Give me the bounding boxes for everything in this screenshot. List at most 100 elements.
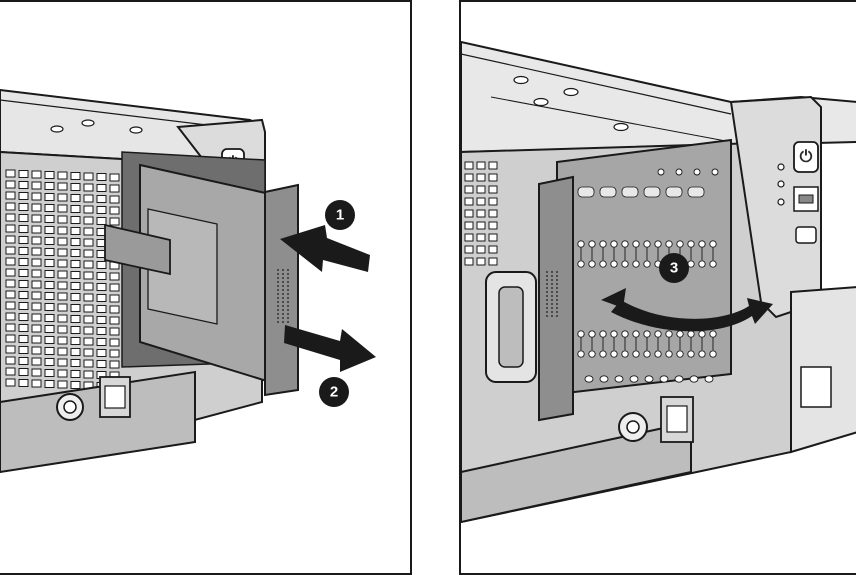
- pull-tab: [104, 223, 171, 276]
- vent-dot: [551, 287, 553, 289]
- vent-dot: [556, 315, 558, 317]
- vent-dot: [282, 321, 284, 323]
- vent-hole: [96, 206, 107, 214]
- vent-hole: [70, 293, 81, 301]
- dimm-led: [588, 260, 596, 268]
- dimm-led: [643, 260, 651, 268]
- dimm-led: [621, 350, 629, 358]
- drive-bay: [461, 420, 692, 524]
- vent-hole: [96, 338, 107, 346]
- vent-hole: [31, 302, 42, 311]
- dimm-led: [676, 350, 684, 358]
- vent-dot: [282, 293, 284, 295]
- dimm-led: [698, 260, 706, 268]
- vent-hole: [31, 181, 42, 190]
- vent-hole: [5, 323, 16, 332]
- vent-dot: [556, 291, 558, 293]
- vent-hole: [96, 272, 107, 280]
- indicator-label: [577, 186, 595, 198]
- vent-hole: [31, 170, 42, 179]
- vent-hole: [464, 233, 474, 242]
- vent-dot: [287, 277, 289, 279]
- led-indicator-array: [577, 168, 719, 383]
- vent-hole: [70, 359, 81, 367]
- vent-grid: [464, 161, 498, 266]
- vent-dot: [282, 285, 284, 287]
- step-number-1: 1: [336, 207, 344, 224]
- status-indicator: [693, 168, 701, 176]
- vent-hole: [44, 380, 55, 388]
- vent-hole: [83, 326, 94, 335]
- vent-hole: [83, 227, 94, 236]
- vent-dot: [556, 287, 558, 289]
- vent-hole: [109, 327, 120, 336]
- vent-hole: [57, 303, 68, 312]
- vent-hole: [57, 347, 68, 356]
- vent-hole: [57, 237, 68, 246]
- vent-hole: [18, 181, 29, 189]
- fan-led: [621, 330, 629, 338]
- vent-hole: [31, 192, 42, 201]
- vent-hole: [5, 235, 16, 244]
- module-vent-dots: [277, 269, 289, 323]
- vent-dot: [282, 289, 284, 291]
- fan-led: [632, 330, 640, 338]
- vent-hole: [464, 197, 474, 206]
- status-led-icon: [777, 163, 785, 171]
- dimm-led: [577, 350, 585, 358]
- vent-hole: [83, 370, 94, 379]
- vent-dot: [546, 311, 548, 313]
- vent-dot: [287, 293, 289, 295]
- vent-hole: [31, 379, 42, 388]
- dimm-led: [698, 350, 706, 358]
- vent-hole: [5, 356, 16, 365]
- vent-hole: [83, 183, 94, 192]
- vent-dot: [556, 299, 558, 301]
- vent-hole: [44, 336, 55, 344]
- vent-hole: [18, 379, 29, 387]
- dimm-led: [643, 350, 651, 358]
- vent-dot: [287, 285, 289, 287]
- vent-hole: [57, 369, 68, 378]
- vent-hole: [488, 185, 498, 194]
- vent-hole: [5, 367, 16, 376]
- vent-hole: [31, 346, 42, 355]
- vent-hole: [83, 348, 94, 357]
- vent-hole: [18, 280, 29, 288]
- vent-hole: [44, 215, 55, 223]
- vent-hole: [5, 345, 16, 354]
- fan-led: [599, 330, 607, 338]
- vent-hole: [96, 305, 107, 313]
- vent-hole: [96, 217, 107, 225]
- vent-hole: [70, 260, 81, 268]
- vent-hole: [109, 283, 120, 292]
- vent-hole: [18, 247, 29, 255]
- vent-hole: [70, 326, 81, 334]
- vent-dot: [277, 269, 279, 271]
- vent-hole: [464, 257, 474, 266]
- vent-hole: [83, 260, 94, 269]
- fan-led: [687, 330, 695, 338]
- vent-hole: [488, 173, 498, 182]
- bottom-led: [644, 375, 654, 383]
- dimm-led: [621, 260, 629, 268]
- vent-hole: [70, 172, 81, 180]
- fan-led: [654, 330, 662, 338]
- vent-hole: [57, 182, 68, 191]
- indicator-label: [599, 186, 617, 198]
- vent-hole: [96, 195, 107, 203]
- vent-dot: [287, 305, 289, 307]
- status-indicator: [657, 168, 665, 176]
- vent-dot: [277, 321, 279, 323]
- indicator-label: [665, 186, 683, 198]
- vent-hole: [44, 314, 55, 322]
- vent-hole: [5, 334, 16, 343]
- dimm-led: [632, 260, 640, 268]
- vent-hole: [109, 305, 120, 314]
- dimm-led: [599, 350, 607, 358]
- vent-dot: [277, 281, 279, 283]
- fan-led: [676, 330, 684, 338]
- vent-hole: [44, 171, 55, 179]
- vent-dot: [287, 309, 289, 311]
- vent-hole: [44, 303, 55, 311]
